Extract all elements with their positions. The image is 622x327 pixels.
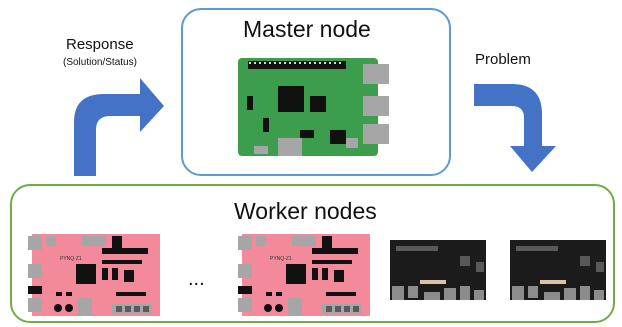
worker-nodes-title: Worker nodes — [234, 198, 377, 224]
master-node-title: Master node — [243, 16, 371, 42]
response-arrow — [74, 78, 164, 176]
dark-board-2 — [510, 240, 606, 300]
raspberry-pi-board — [238, 58, 389, 156]
ellipsis: ... — [188, 268, 205, 290]
pynq-board-2: PYNQ-Z1 — [238, 234, 370, 316]
pynq-board-1-label: PYNQ-Z1 — [60, 256, 82, 262]
response-label: Response — [66, 36, 134, 53]
problem-arrow — [474, 84, 556, 172]
dark-board-1 — [390, 240, 486, 300]
problem-label: Problem — [475, 51, 531, 68]
pynq-board-1: PYNQ-Z1 — [28, 234, 160, 316]
pynq-board-2-label: PYNQ-Z1 — [270, 256, 292, 262]
response-sublabel: (Solution/Status) — [63, 57, 137, 68]
